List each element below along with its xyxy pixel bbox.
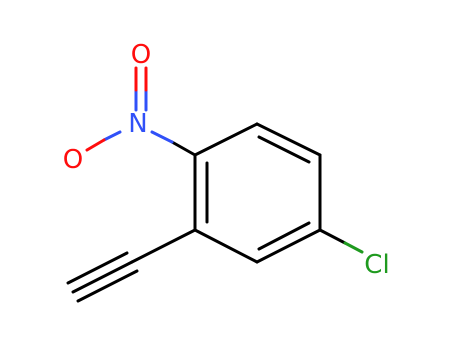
- bond-c-n-carbon-half: [170, 140, 197, 157]
- bond-n-o-left-oxygen: [85, 138, 106, 152]
- ring-bond-c2-c3: [255, 122, 322, 157]
- triple-bond-line-1: [71, 260, 134, 294]
- bond-c-cl-carbon-half: [318, 228, 347, 245]
- ring-bond-c4-c5: [255, 228, 322, 264]
- oxygen-left-label: O: [63, 145, 83, 175]
- nitrogen-label: N: [128, 109, 147, 139]
- triple-bond-line-2: [66, 251, 129, 285]
- ring-bond-c5-c6: [193, 228, 259, 264]
- ring-bond-c1-c2: [193, 122, 259, 157]
- bond-c-alkyne: [130, 228, 197, 264]
- bond-n-o-left-nitrogen: [102, 130, 122, 142]
- ring-inner-line-c2-c3: [257, 135, 311, 164]
- ring-inner-line-c4-c5: [257, 221, 311, 251]
- chlorine-label: Cl: [364, 250, 389, 280]
- bond-c-cl-chlorine-half: [343, 241, 364, 254]
- triple-bond-line-3: [76, 269, 139, 303]
- bond-c-n-nitrogen-half: [150, 130, 174, 144]
- oxygen-top-label: O: [131, 40, 151, 70]
